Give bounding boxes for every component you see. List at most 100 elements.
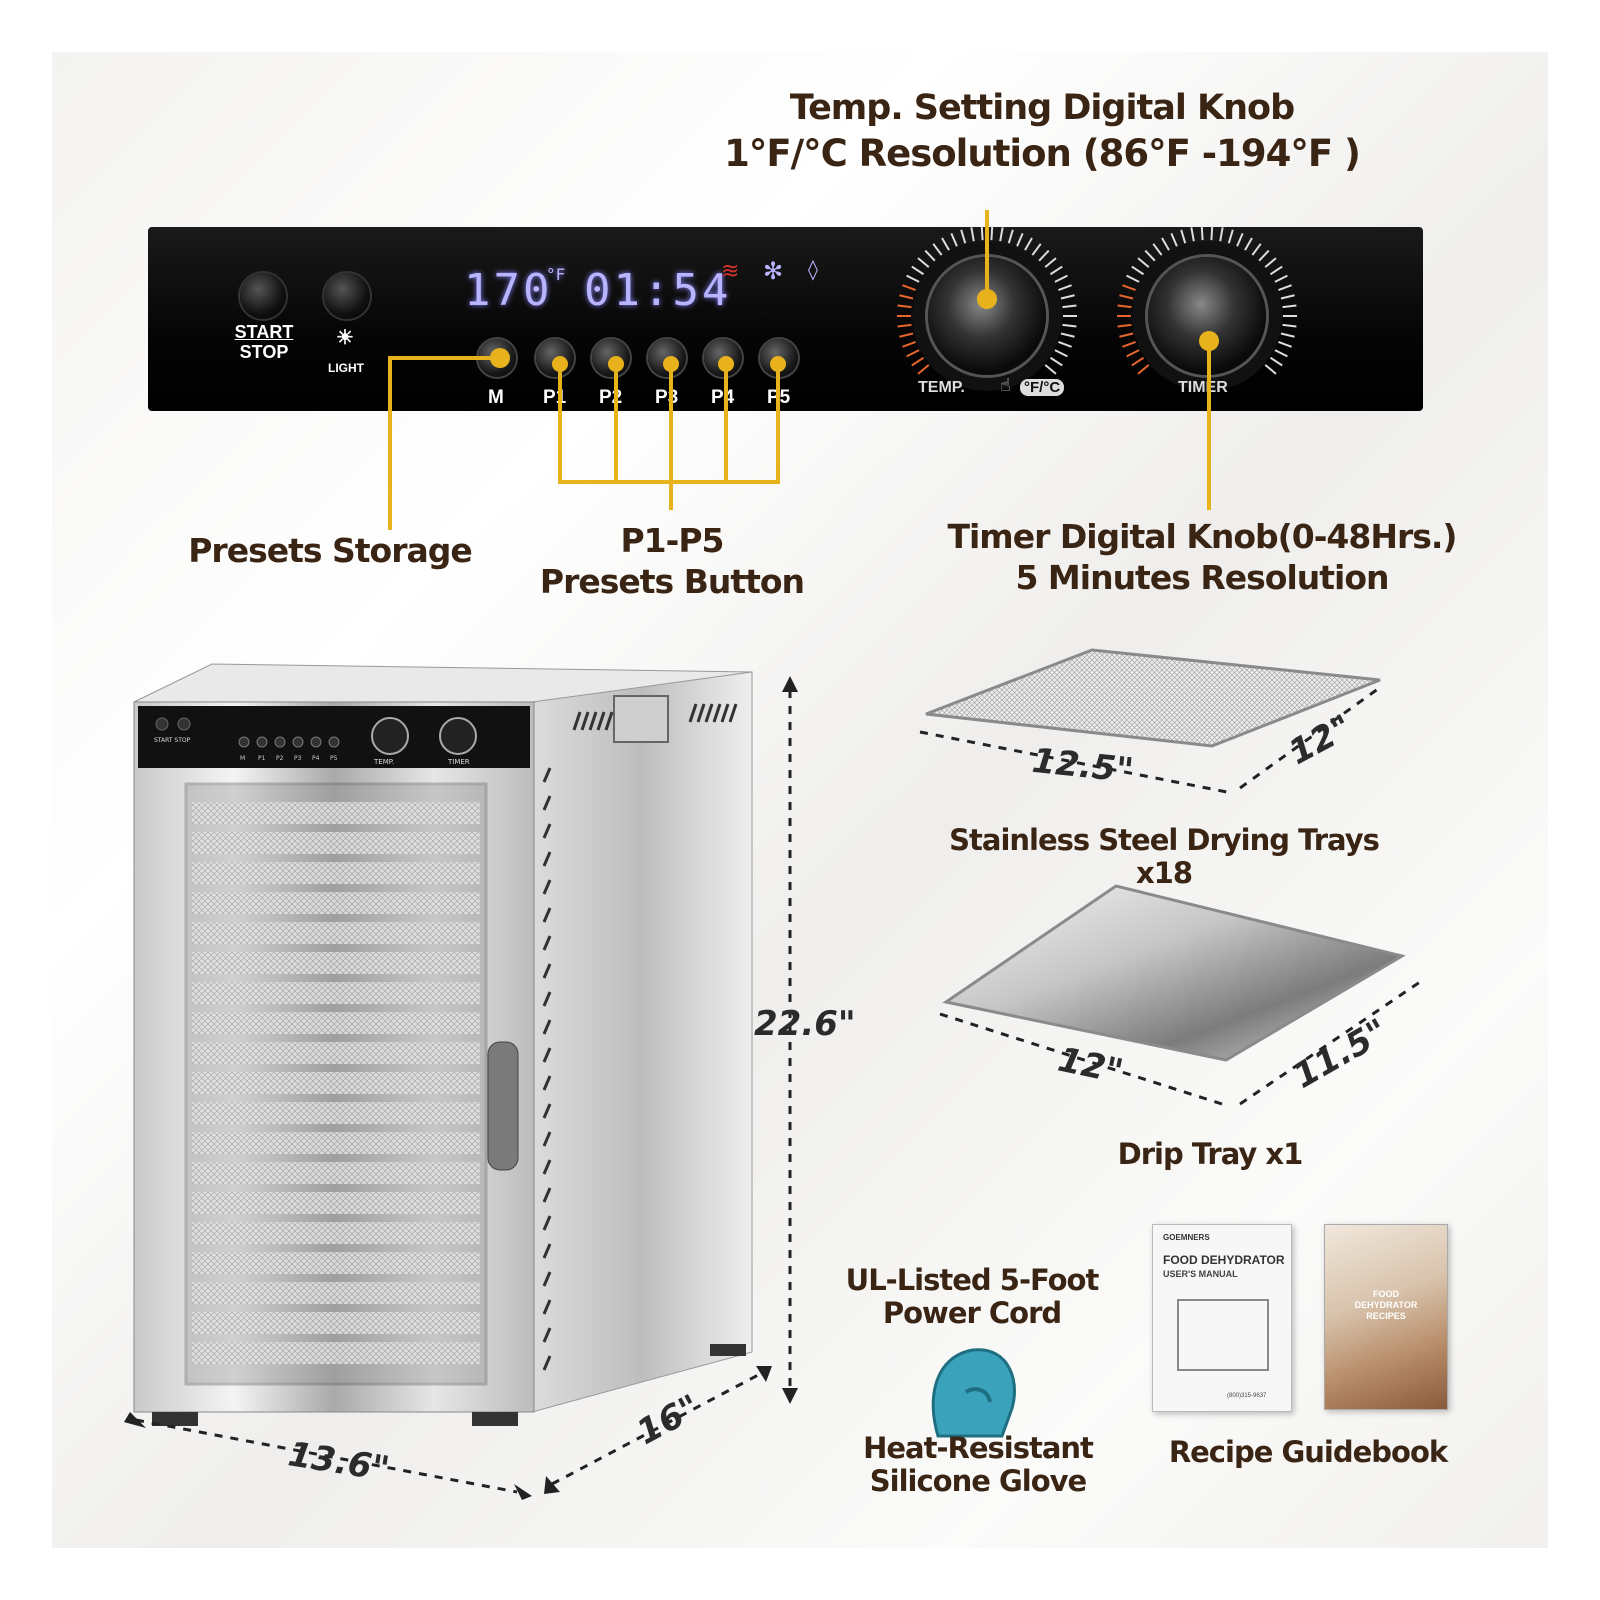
unit-toggle[interactable]: °F/°C — [1020, 379, 1065, 396]
recipe-cover-line1: FOOD — [1373, 1289, 1399, 1299]
mini-preset-label: P1 — [258, 755, 266, 762]
dehydrator-side — [531, 671, 753, 1413]
knob-tick — [1054, 274, 1068, 283]
manual-subtitle: USER'S MANUAL — [1163, 1269, 1238, 1279]
knob-tick — [899, 332, 914, 338]
temp-knob-ticks — [897, 226, 1077, 375]
knob-tick — [1060, 294, 1075, 300]
temp-knob-callout-range: 1°F/°C Resolution (86°F -194°F ) — [724, 131, 1361, 175]
knob-tick — [960, 229, 967, 244]
mini-preset-label: M — [240, 755, 245, 762]
knob-tick — [1264, 257, 1277, 268]
knob-tick — [1180, 229, 1187, 244]
drying-tray — [192, 1342, 480, 1364]
drip-tray-caption: Drip Tray x1 — [1117, 1137, 1304, 1171]
presets-storage-dot — [490, 348, 510, 368]
side-vent-slot — [542, 1299, 552, 1315]
side-vent-slot — [542, 767, 552, 783]
silicone-glove-illustration — [931, 1348, 1016, 1438]
side-handle — [613, 695, 669, 743]
knob-tick — [906, 274, 920, 283]
knob-tick — [1007, 229, 1014, 244]
preset-dot-p5 — [770, 356, 786, 372]
start-stop-label-top: START — [234, 322, 294, 342]
knob-tick — [1062, 323, 1077, 328]
knob-tick — [1126, 349, 1140, 358]
side-vent-slot — [542, 1019, 552, 1035]
knob-tick — [1219, 227, 1224, 242]
knob-tick — [1161, 237, 1170, 251]
side-vent-slot — [596, 711, 606, 731]
light-button[interactable] — [324, 273, 370, 319]
side-vent-slot — [542, 1103, 552, 1119]
drying-trays-caption: Stainless Steel Drying Trays x18 — [949, 823, 1380, 891]
side-vent-slot — [572, 711, 582, 731]
product-infographic: Temp. Setting Digital Knob 1°F/°C Resolu… — [52, 52, 1548, 1548]
side-vent-slot — [542, 879, 552, 895]
preset-dot-p2 — [608, 356, 624, 372]
drying-tray — [192, 1012, 480, 1034]
user-manual: GOEMNERS FOOD DEHYDRATOR USER'S MANUAL (… — [1152, 1224, 1292, 1412]
knob-tick — [911, 265, 925, 276]
mini-timer-knob — [439, 717, 477, 755]
knob-tick — [1251, 243, 1262, 256]
mini-preset-button — [274, 736, 286, 748]
start-stop-button[interactable] — [240, 273, 286, 319]
knob-tick — [1038, 249, 1050, 262]
side-vent-slot — [542, 795, 552, 811]
knob-tick — [1274, 274, 1288, 283]
knob-tick — [1282, 323, 1297, 328]
power-cord-caption-top: UL-Listed 5-Foot — [845, 1263, 1100, 1297]
presets-bracket-p4 — [724, 364, 728, 482]
temperature-unit: °F — [546, 265, 566, 284]
knob-tick — [1131, 356, 1145, 367]
side-vent-slot — [542, 1047, 552, 1063]
fan-icon: ✻ — [763, 257, 784, 285]
knob-tick — [1280, 332, 1295, 338]
drying-tray — [192, 1072, 480, 1094]
temp-knob-callout: Temp. Setting Digital Knob 1°F/°C Resolu… — [692, 87, 1392, 177]
knob-tick — [1152, 243, 1163, 256]
side-vent-slot — [542, 1327, 552, 1343]
preset-dot-p3 — [663, 356, 679, 372]
drying-tray — [192, 1282, 480, 1304]
side-vent-slot — [542, 823, 552, 839]
manual-phone: (800)315-9637 — [1227, 1393, 1267, 1399]
knob-tick — [1117, 323, 1132, 328]
manual-brand: GOEMNERS — [1163, 1233, 1210, 1242]
hand-pointer-icon: ☝ — [1000, 375, 1011, 396]
drying-tray-mesh — [925, 648, 1381, 748]
side-vent-slot — [704, 703, 714, 723]
side-vent-slot — [542, 1355, 552, 1371]
door-handle[interactable] — [487, 1041, 519, 1171]
height-dimension: 22.6" — [754, 1004, 856, 1044]
mini-preset-button — [238, 736, 250, 748]
presets-bracket-p2 — [614, 364, 618, 482]
drying-tray — [192, 1222, 480, 1244]
knob-tick — [980, 226, 984, 241]
knob-tick — [1031, 243, 1042, 256]
side-vent-slot — [542, 1131, 552, 1147]
side-vent-slot — [688, 703, 698, 723]
knob-tick — [1117, 304, 1132, 309]
light-label: LIGHT — [328, 361, 364, 375]
knob-tick — [1227, 229, 1234, 244]
timer-knob-dot — [1199, 331, 1219, 351]
drip-tray-pan — [942, 884, 1406, 1062]
knob-tick — [1190, 227, 1195, 242]
presets-storage-connector-vertical — [388, 356, 392, 530]
side-vent-slot — [604, 711, 614, 731]
drying-tray — [192, 922, 480, 944]
knob-tick — [1210, 226, 1214, 241]
drying-tray-illustration — [925, 648, 1381, 748]
knob-tick — [1058, 341, 1072, 348]
knob-tick — [1269, 265, 1283, 276]
preset-dot-p4 — [718, 356, 734, 372]
door-trays — [192, 802, 480, 1364]
foot-back — [710, 1344, 746, 1356]
presets-storage-connector — [388, 356, 502, 360]
mini-preset-label: P3 — [294, 755, 302, 762]
knob-tick — [899, 294, 914, 300]
knob-tick — [917, 364, 930, 375]
glove-thumb-slot — [964, 1387, 992, 1403]
